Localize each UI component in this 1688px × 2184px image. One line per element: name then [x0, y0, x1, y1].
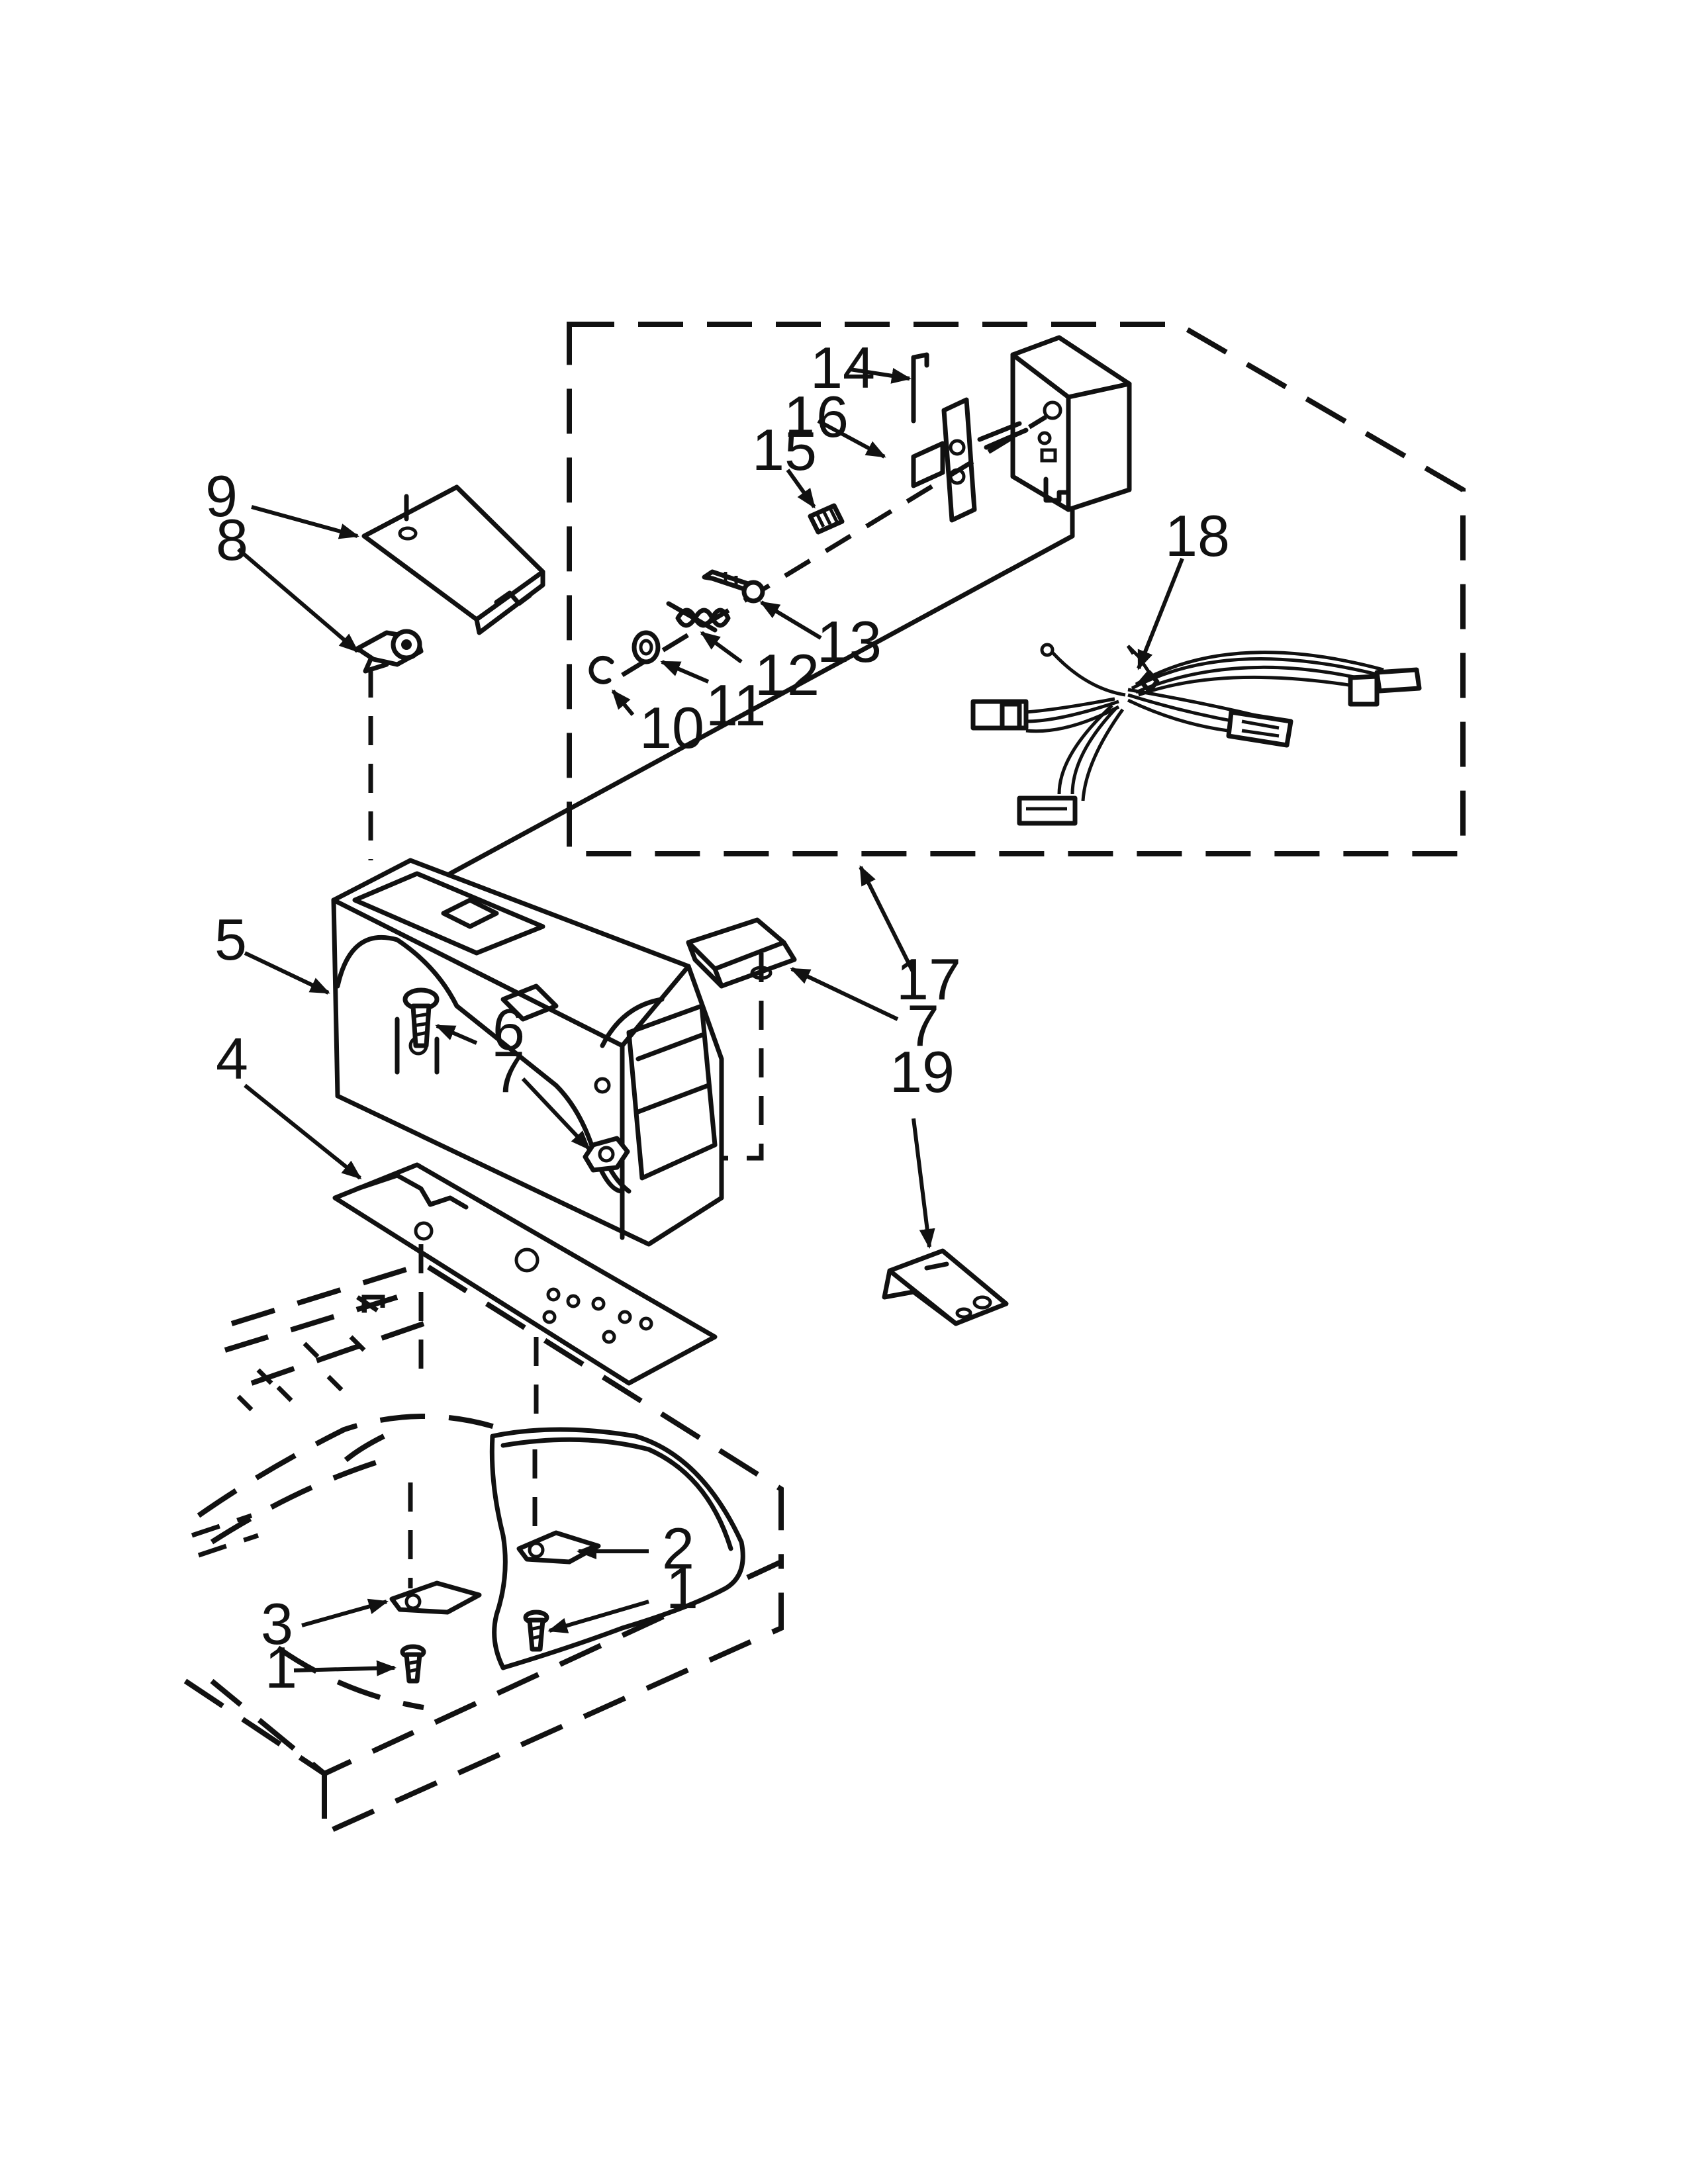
callout-11: 10	[639, 695, 704, 760]
part-10-cover[interactable]	[361, 484, 545, 635]
callout-7: 7	[492, 1039, 525, 1105]
part-15-pin[interactable]	[911, 352, 929, 424]
part-13-spring[interactable]	[666, 601, 731, 633]
callout-15: 14	[810, 335, 875, 400]
part-4-gasket[interactable]	[332, 1162, 718, 1386]
callout-9: 8	[216, 507, 248, 572]
base-panel-outline	[183, 1261, 784, 1838]
solenoid-box[interactable]	[977, 335, 1132, 512]
callout-10: 9	[205, 463, 238, 529]
callout-14: 13	[817, 609, 882, 674]
callout-3: 3	[261, 1591, 293, 1657]
part-14-plunger[interactable]	[702, 569, 765, 604]
part-1-screw-left[interactable]	[400, 1644, 426, 1684]
part-6-screw[interactable]	[402, 987, 440, 1048]
callout-12: 11	[706, 672, 766, 738]
leader-lines	[237, 367, 1184, 1676]
part-1-screw-right[interactable]	[523, 1610, 549, 1652]
callout-17: 16	[784, 384, 849, 449]
part-11-e-ring[interactable]	[588, 655, 614, 684]
part-16-screw[interactable]	[808, 503, 845, 535]
align-line-18	[447, 507, 1075, 876]
callout-1a: 1	[265, 1635, 297, 1700]
callout-4: 4	[216, 1026, 248, 1091]
callout-2: 2	[662, 1516, 694, 1581]
part-3-clip-plate[interactable]	[389, 1580, 482, 1615]
kit-boundary-outline	[567, 322, 1466, 856]
align-line-8	[722, 953, 764, 1161]
callout-1b: 1	[666, 1555, 698, 1621]
callout-8: 7	[907, 993, 939, 1058]
callout-6: 6	[492, 997, 525, 1062]
callout-20: 19	[890, 1039, 955, 1105]
callout-19: 18	[1165, 503, 1230, 569]
console-curved-panel	[489, 1427, 745, 1670]
callout-18: 17	[896, 946, 961, 1012]
part-12-bushing[interactable]	[632, 630, 661, 664]
part-19-wire-harness[interactable]	[970, 643, 1422, 826]
part-20-bracket[interactable]	[882, 1248, 1009, 1326]
part-7-nut[interactable]	[583, 1136, 630, 1173]
assembly-axis	[621, 415, 1047, 677]
part-8-bracket[interactable]	[686, 917, 797, 989]
callout-16: 15	[752, 417, 817, 482]
callout-labels: 14 16 15 9 8 18 13 12 11 10 5 17 6 7 4 1…	[205, 335, 1230, 1700]
callout-5: 5	[214, 907, 247, 972]
part-9-clip[interactable]	[355, 629, 424, 674]
callout-13: 12	[755, 642, 820, 707]
part-17-bracket[interactable]	[911, 397, 977, 523]
